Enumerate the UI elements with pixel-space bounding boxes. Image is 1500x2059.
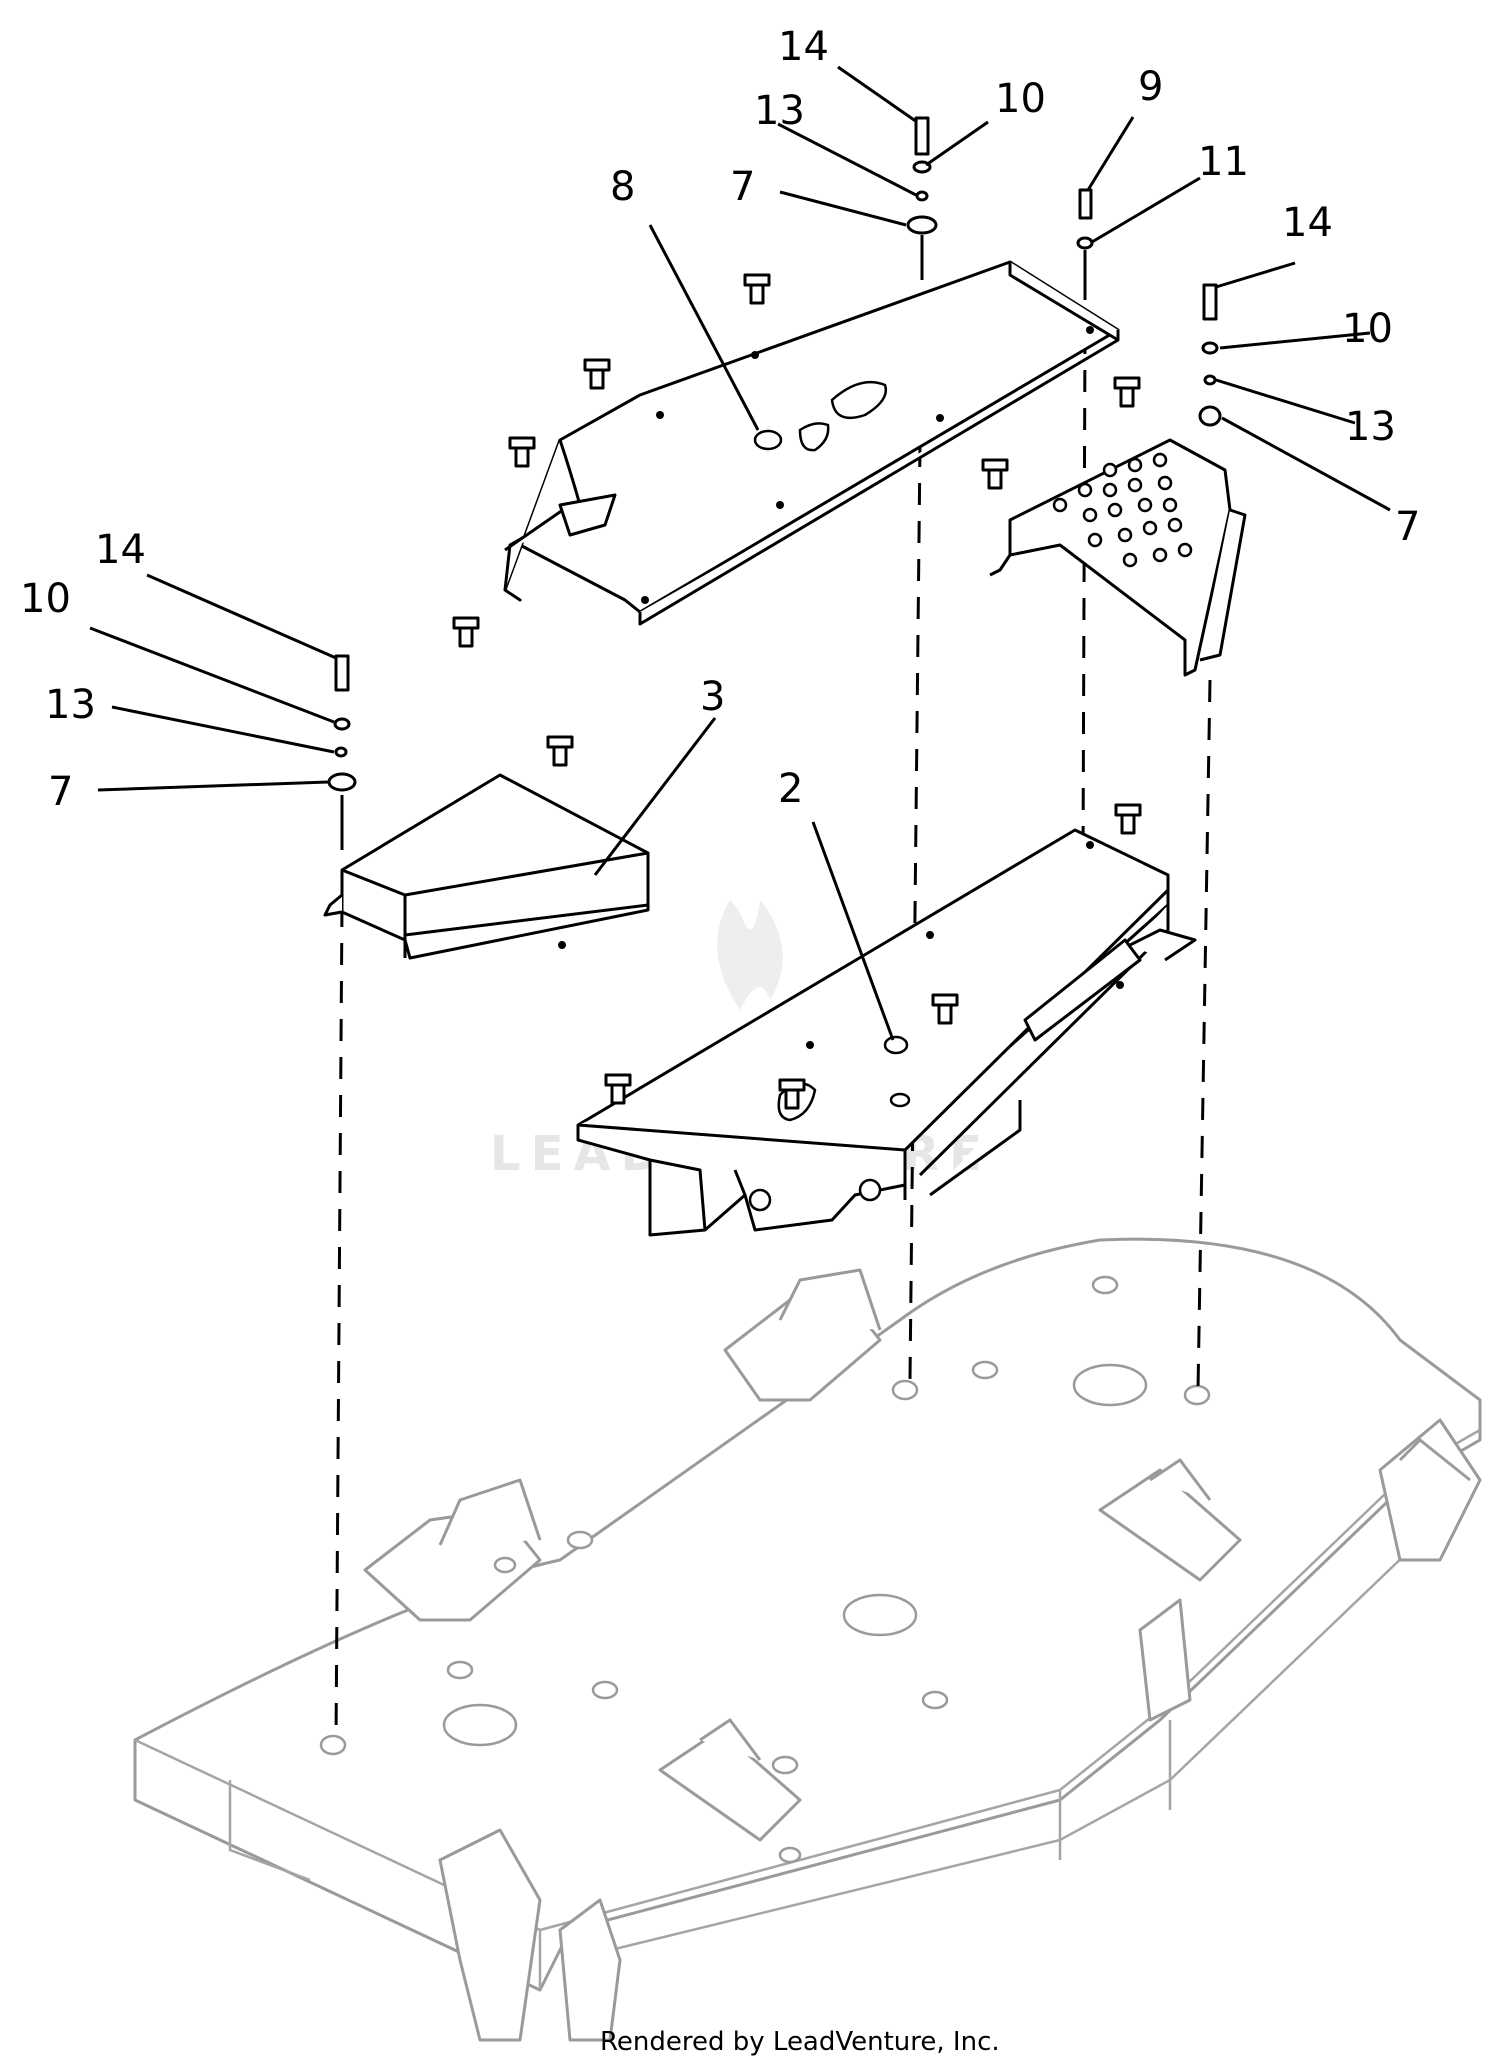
callout-11: 11 [1198,139,1249,185]
callout-3: 3 [700,674,725,720]
spacer [327,772,357,792]
callout-7-right: 7 [1395,504,1420,550]
callout-10-right: 10 [1342,306,1393,352]
callout-14-left: 14 [95,527,146,573]
bolt [583,358,611,390]
spacer [1198,405,1222,427]
leader-lines [89,65,1391,1041]
screw [1202,283,1218,321]
bolt [546,735,574,767]
washer [1201,341,1219,355]
bolt [508,436,536,468]
callout-8: 8 [610,164,635,210]
part-3-left-cover [323,773,650,960]
callout-13-top: 13 [754,88,805,134]
part-2-lower-cover [576,828,1197,1237]
callout-7-left: 7 [48,769,73,815]
bolt [743,273,771,305]
bolt [981,458,1009,490]
bolt [1113,376,1141,408]
spacer [906,215,938,235]
callout-2: 2 [778,766,803,812]
assembly-guide-lines [334,235,1212,1741]
screw [914,116,930,156]
callout-10-top: 10 [995,76,1046,122]
callout-7-top: 7 [730,164,755,210]
callout-numbers: 14 10 13 7 8 9 11 14 10 13 7 14 10 13 7 … [20,24,1420,815]
bolt [931,993,959,1025]
callout-13-right: 13 [1345,404,1396,450]
lock-washer [915,190,929,202]
screw [334,654,350,692]
callout-14-top: 14 [778,24,829,70]
bolt [452,616,480,648]
callout-14-right: 14 [1282,200,1333,246]
bolt [1114,803,1142,835]
mower-deck [133,1237,1482,2042]
washer [1076,236,1094,250]
screw [1078,188,1093,220]
callout-9: 9 [1138,64,1163,110]
loose-bolts [327,116,1222,1110]
washer [333,717,351,731]
bolt [778,1078,806,1110]
vent-holes [1052,452,1193,568]
lock-washer [334,746,348,758]
part-8-top-cover [503,260,1120,626]
lock-washer [1203,374,1217,386]
callout-13-left: 13 [45,682,96,728]
callout-10-left: 10 [20,576,71,622]
rendered-by-credit: Rendered by LeadVenture, Inc. [600,2027,1000,2057]
right-vented-cover [989,438,1247,677]
bolt [604,1073,632,1105]
